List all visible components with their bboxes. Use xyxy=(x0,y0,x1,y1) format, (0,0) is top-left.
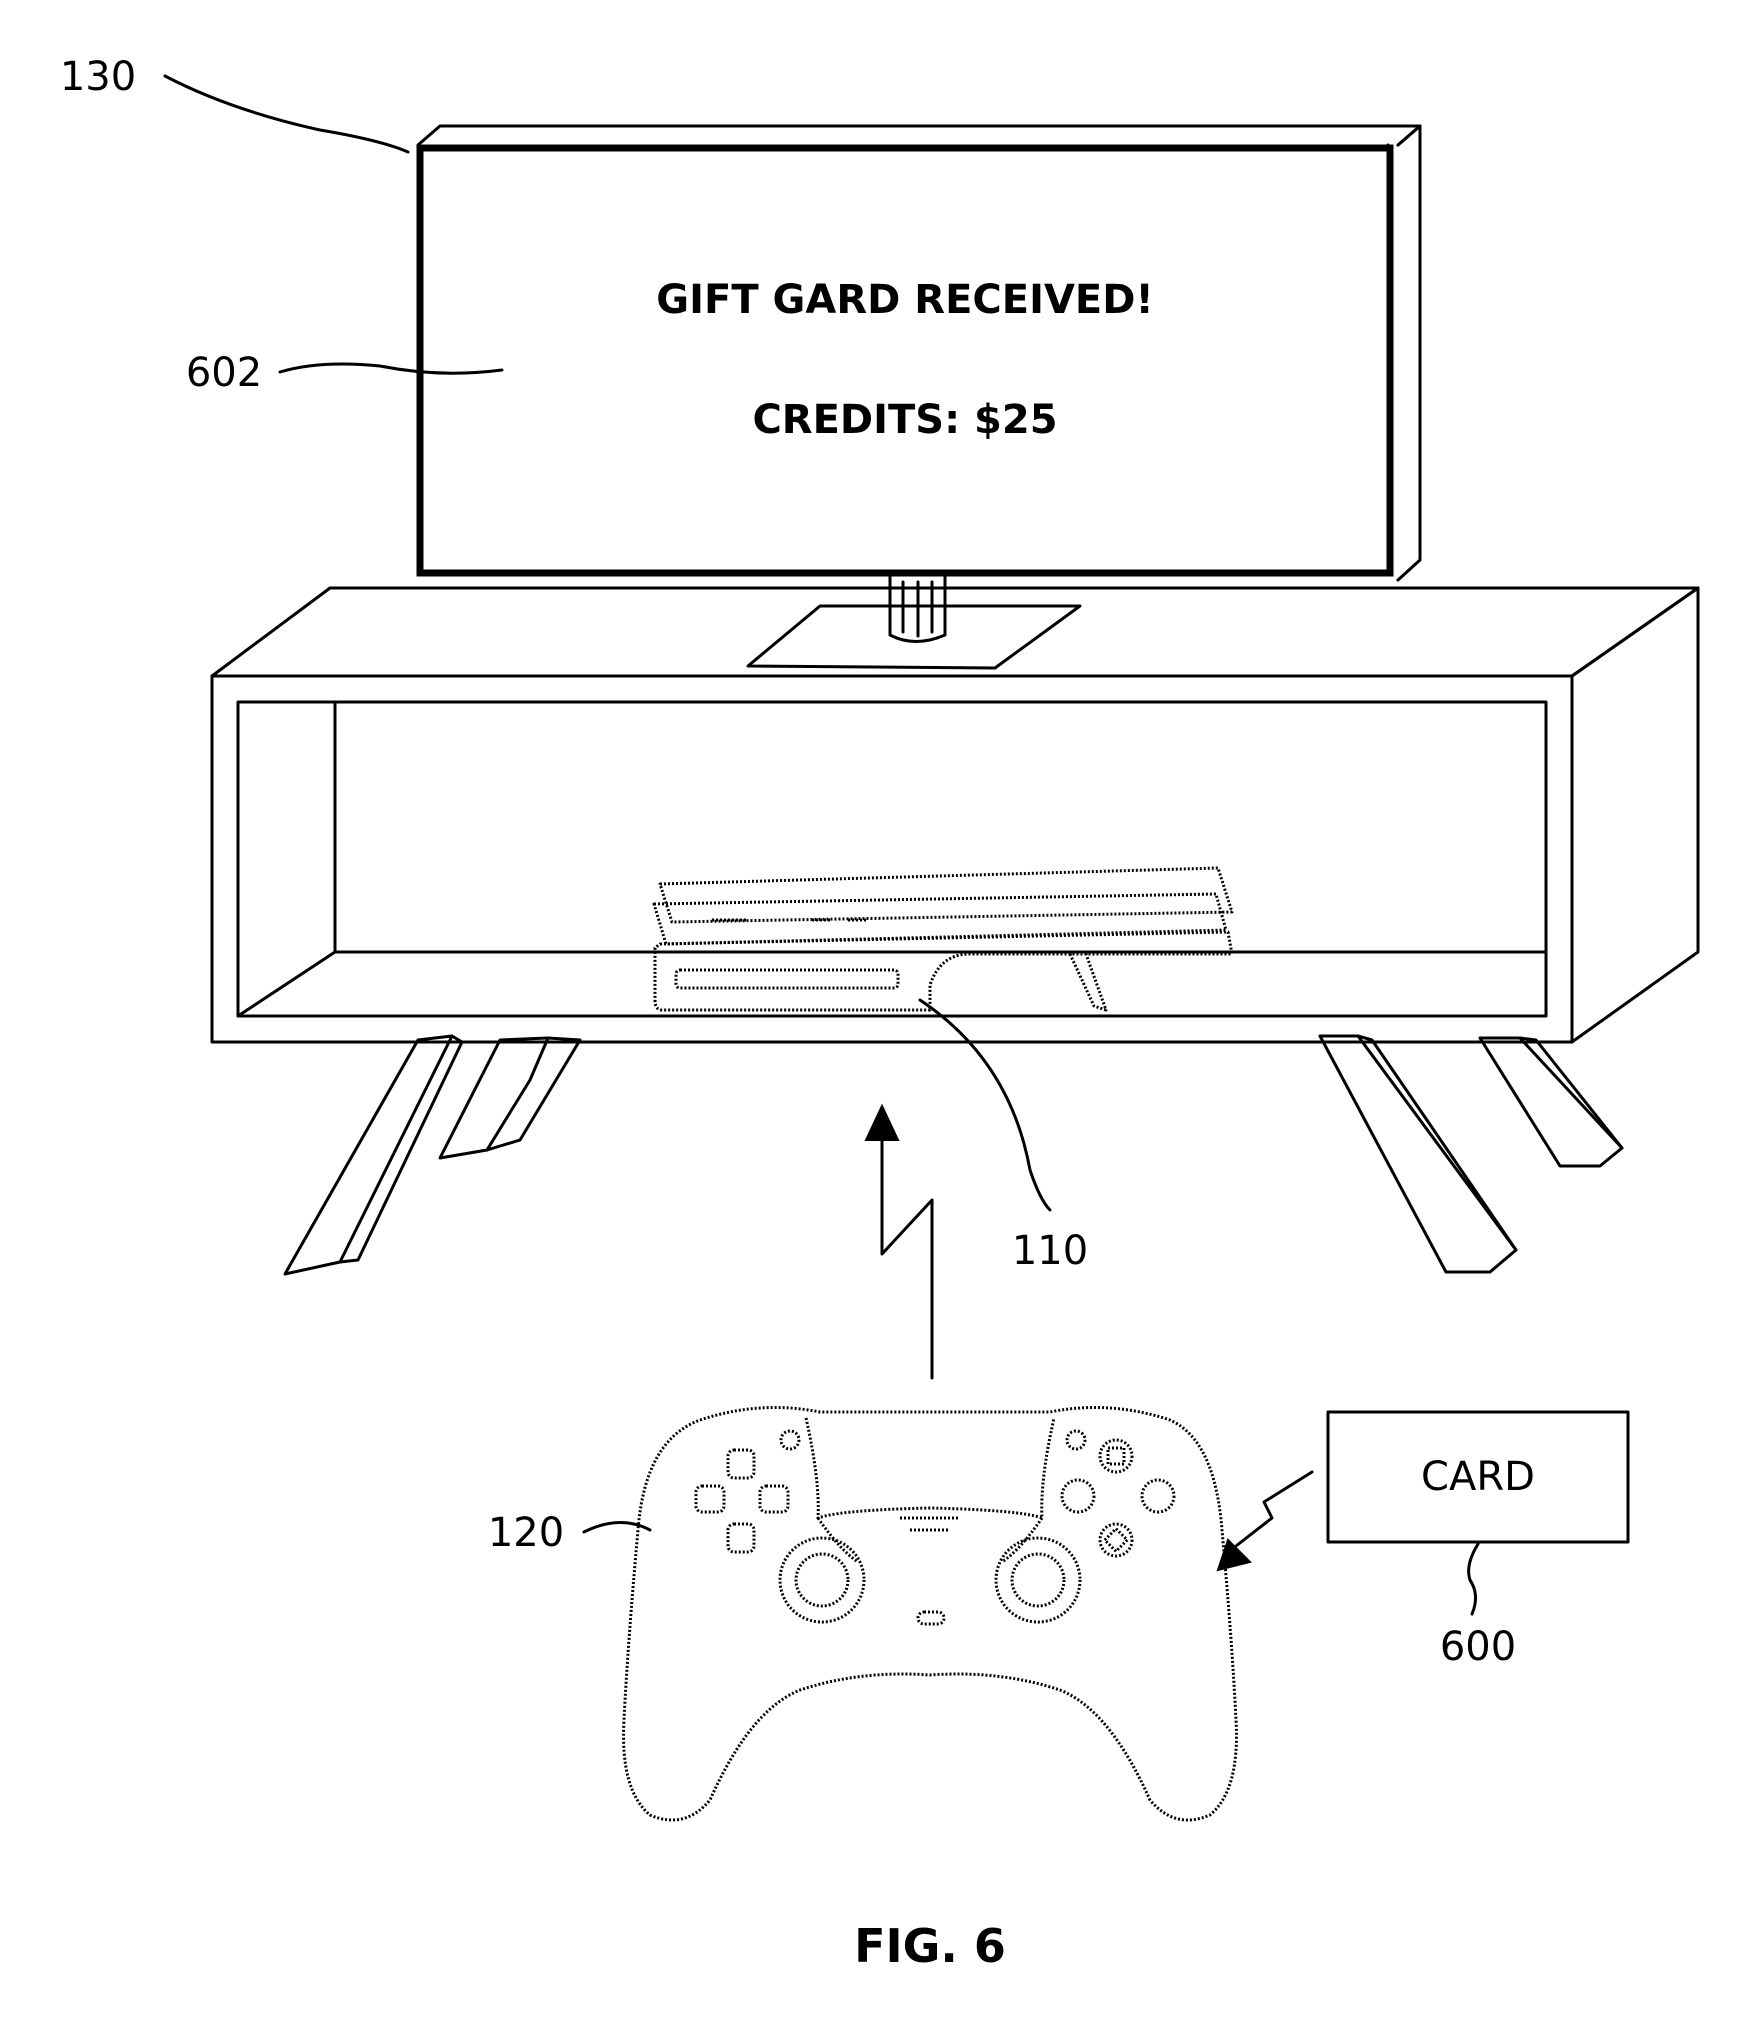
ref-label-602: 602 xyxy=(186,350,262,396)
card: CARD xyxy=(1326,1410,1630,1544)
card-label: CARD xyxy=(1421,1454,1535,1500)
leader-line-602 xyxy=(278,362,504,375)
ref-label-600: 600 xyxy=(1440,1624,1516,1670)
ref-label-120: 120 xyxy=(488,1510,564,1556)
card-signal-arrow xyxy=(1216,1470,1314,1572)
game-controller xyxy=(622,1406,1238,1822)
television: GIFT GARD RECEIVED! CREDITS: $25 xyxy=(416,124,1422,670)
game-console xyxy=(652,866,1234,1012)
tv-cabinet xyxy=(210,586,1700,1276)
display-screen xyxy=(416,144,1394,577)
figure-label: FIG. 6 xyxy=(854,1919,1006,1973)
leader-line-120 xyxy=(582,1520,652,1534)
wireless-signal-arrow xyxy=(864,1103,934,1380)
face-buttons-icon xyxy=(1060,1438,1176,1558)
leader-line-110 xyxy=(918,998,1052,1212)
leader-line-600 xyxy=(1467,1542,1480,1616)
right-thumbstick-icon xyxy=(994,1536,1082,1624)
screen-message-line2: CREDITS: $25 xyxy=(752,397,1057,443)
leader-line-130 xyxy=(163,74,410,154)
screen-message-line1: GIFT GARD RECEIVED! xyxy=(656,277,1153,323)
dpad-icon xyxy=(694,1448,790,1554)
ref-label-110: 110 xyxy=(1012,1228,1088,1274)
ref-label-130: 130 xyxy=(60,54,136,100)
left-thumbstick-icon xyxy=(778,1536,866,1624)
